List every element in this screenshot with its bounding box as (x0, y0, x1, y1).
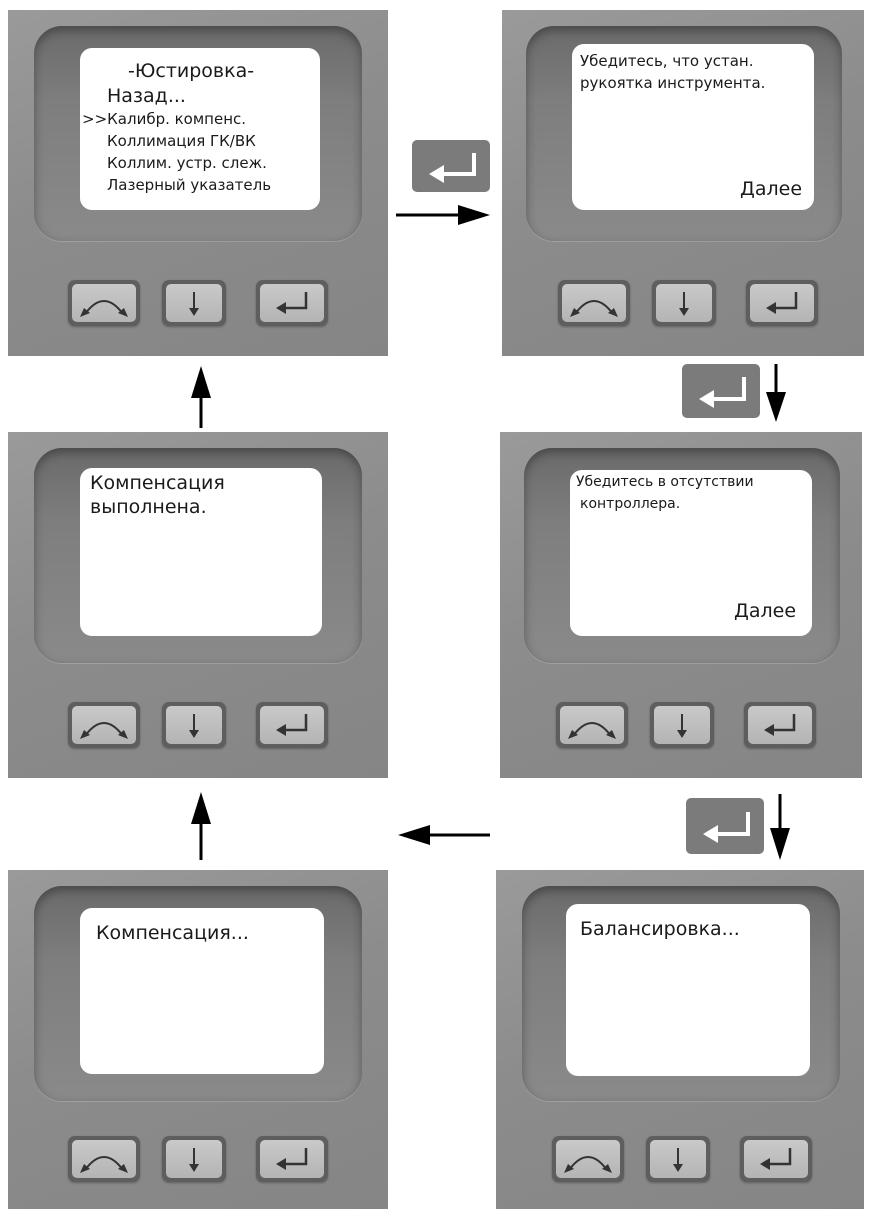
arrow-down-icon (673, 1148, 683, 1172)
arrow-up-left-1 (191, 366, 211, 428)
message-line-2: выполнена. (90, 496, 207, 518)
enter-icon (276, 1148, 308, 1170)
switch-icon (568, 722, 616, 739)
switch-button[interactable] (558, 280, 630, 326)
panel-balancing: Балансировка... (496, 870, 864, 1209)
menu-item-back[interactable]: Назад... (107, 85, 186, 107)
switch-button[interactable] (556, 702, 628, 748)
panel-compensating: Компенсация... (8, 870, 388, 1209)
message-line-1: Убедитесь в отсутствии (576, 474, 754, 490)
down-button[interactable] (646, 1136, 710, 1182)
panel-adjustment-menu: -Юстировка- Назад... >>Калибр. компенс. … (8, 10, 388, 356)
message-line-1: Балансировка... (580, 918, 740, 940)
switch-button[interactable] (552, 1136, 624, 1182)
arrow-down-icon (679, 292, 689, 316)
down-button[interactable] (162, 280, 226, 326)
enter-button[interactable] (256, 280, 328, 326)
menu-item-tracker-collimation[interactable]: Коллим. устр. слеж. (107, 154, 267, 172)
enter-icon (764, 714, 796, 736)
switch-icon (570, 300, 618, 317)
panel-check-controller: Убедитесь в отсутствии контроллера. Дале… (500, 432, 862, 778)
switch-button[interactable] (68, 702, 140, 748)
panel-compensation-done: Компенсация выполнена. (8, 432, 388, 778)
message-line-1: Компенсация... (96, 922, 249, 944)
menu-item-compensator-calibration[interactable]: >>Калибр. компенс. (82, 110, 247, 128)
enter-icon (276, 292, 308, 314)
display-screen: Компенсация... (80, 908, 324, 1074)
enter-key-badge (412, 140, 490, 192)
switch-icon (80, 300, 128, 317)
panel-check-handle: Убедитесь, что устан. рукоятка инструмен… (502, 10, 864, 356)
arrow-down-icon (677, 714, 687, 738)
switch-button[interactable] (68, 1136, 140, 1182)
down-button[interactable] (162, 1136, 226, 1182)
enter-button[interactable] (740, 1136, 812, 1182)
display-screen: Балансировка... (566, 904, 810, 1076)
message-line-1: Убедитесь, что устан. (580, 52, 754, 70)
down-button[interactable] (650, 702, 714, 748)
enter-icon (766, 292, 798, 314)
switch-icon (564, 1156, 612, 1173)
menu-item-collimation[interactable]: Коллимация ГК/ВК (107, 132, 256, 150)
next-softkey[interactable]: Далее (734, 600, 797, 622)
enter-icon (699, 377, 746, 408)
message-line-2: рукоятка инструмента. (580, 74, 766, 92)
menu-title: -Юстировка- (128, 60, 255, 82)
display-screen: -Юстировка- Назад... >>Калибр. компенс. … (80, 48, 320, 210)
menu-item-laser-pointer[interactable]: Лазерный указатель (107, 176, 272, 194)
enter-icon (276, 714, 308, 736)
message-line-2: контроллера. (580, 496, 681, 512)
down-button[interactable] (162, 702, 226, 748)
enter-icon (760, 1148, 792, 1170)
display-screen: Компенсация выполнена. (80, 468, 322, 636)
arrow-down-icon (189, 292, 199, 316)
switch-button[interactable] (68, 280, 140, 326)
arrow-down-icon (189, 714, 199, 738)
enter-key-badge (686, 798, 764, 854)
enter-button[interactable] (744, 702, 816, 748)
message-line-1: Компенсация (90, 472, 225, 494)
display-screen: Убедитесь в отсутствии контроллера. Дале… (570, 470, 812, 636)
enter-button[interactable] (256, 1136, 328, 1182)
arrow-up-left-2 (191, 792, 211, 860)
switch-icon (80, 1156, 128, 1173)
enter-icon (703, 812, 750, 843)
arrow-down-icon (189, 1148, 199, 1172)
enter-button[interactable] (746, 280, 818, 326)
arrow-down-right-2 (770, 794, 790, 860)
enter-button[interactable] (256, 702, 328, 748)
down-button[interactable] (652, 280, 716, 326)
enter-icon (429, 153, 476, 183)
switch-icon (80, 722, 128, 739)
enter-key-badge (682, 364, 760, 418)
arrow-right-top (396, 205, 490, 225)
arrow-left-bottom (398, 825, 490, 845)
arrow-down-right-1 (766, 364, 786, 422)
display-screen: Убедитесь, что устан. рукоятка инструмен… (572, 44, 814, 210)
next-softkey[interactable]: Далее (740, 178, 803, 200)
